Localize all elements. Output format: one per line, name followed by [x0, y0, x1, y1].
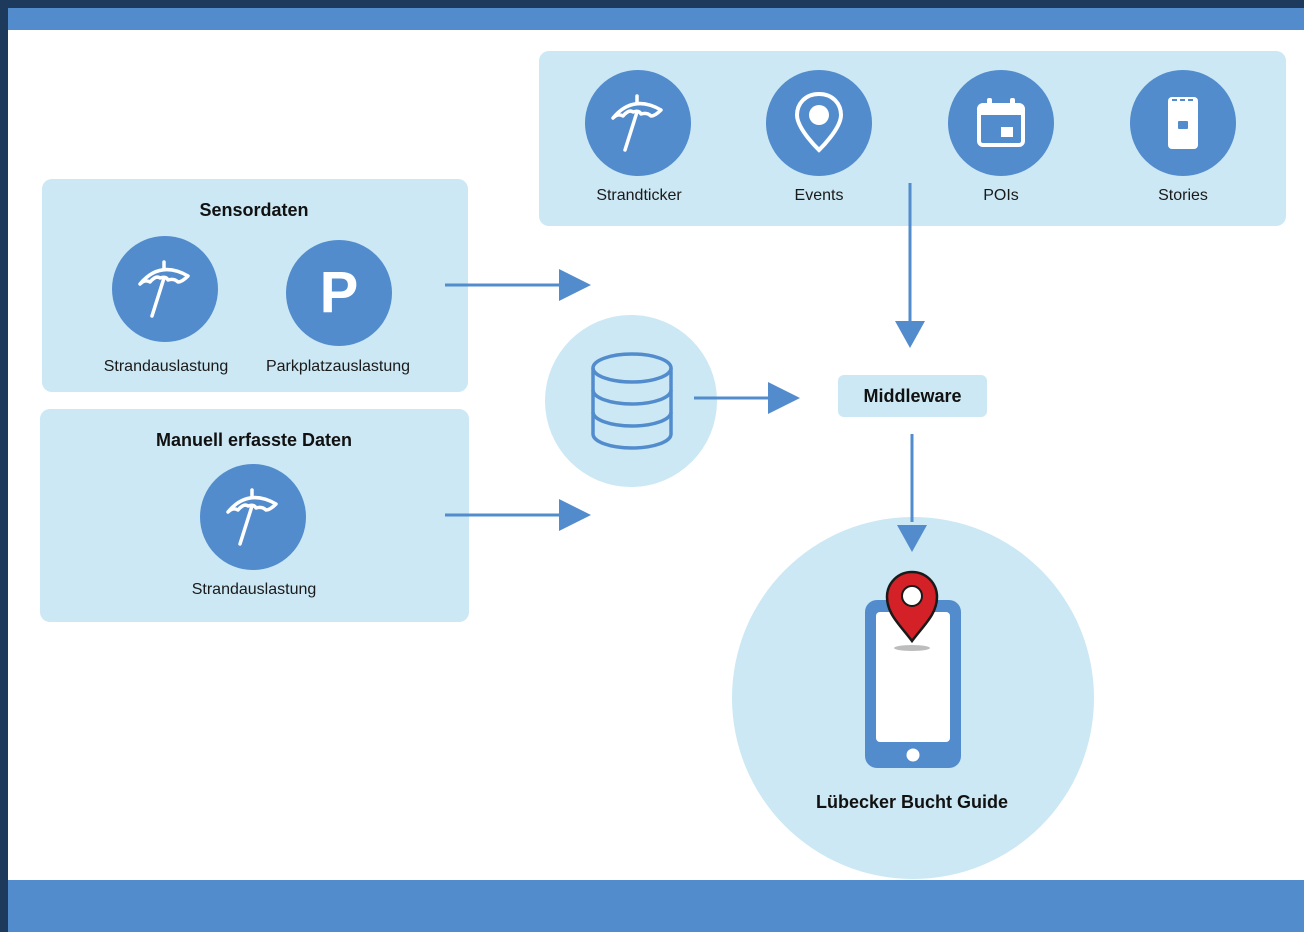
parking-glyph: P: [319, 260, 359, 325]
events-map-pin-icon: [766, 70, 872, 176]
sensor-panel-title: Sensordaten: [199, 200, 309, 220]
diagram-canvas: Strandticker Events POIs Stories Sensord…: [8, 8, 1304, 932]
database-node: [545, 315, 717, 487]
database-icon: [591, 352, 673, 450]
pois-label: POIs: [983, 187, 1019, 204]
app-title: Lübecker Bucht Guide: [815, 792, 1009, 812]
flow-arrows: [445, 183, 927, 552]
sensor-strandauslastung-label: Strandauslastung: [103, 358, 229, 375]
stories-label: Stories: [1158, 187, 1208, 204]
header-bar: [8, 8, 1304, 30]
db-to-middleware-arrowhead: [768, 382, 800, 414]
sensor-to-db-arrowhead: [559, 269, 591, 301]
manual-to-db-arrowhead: [559, 499, 591, 531]
window-frame: [0, 0, 1304, 8]
parking-icon: P: [286, 240, 392, 346]
sensor-parkplatzauslastung-label: Parkplatzauslastung: [265, 358, 411, 375]
middleware-box: Middleware: [838, 375, 987, 417]
middleware-to-app-arrowhead: [897, 525, 927, 552]
stories-phone-story-icon: [1130, 70, 1236, 176]
manual-strandauslastung-label: Strandauslastung: [191, 581, 317, 598]
smartphone-location-icon: [865, 570, 961, 768]
events-label: Events: [794, 187, 844, 204]
manual-umbrella-icon: [200, 464, 306, 570]
sensor-umbrella-icon: [112, 236, 218, 342]
strandticker-umbrella-icon: [585, 70, 691, 176]
pois-calendar-icon: [948, 70, 1054, 176]
manual-panel-title: Manuell erfasste Daten: [155, 430, 353, 450]
footer-bar: [8, 880, 1304, 932]
sources-to-middleware-arrowhead: [895, 321, 925, 348]
strandticker-label: Strandticker: [596, 187, 682, 204]
